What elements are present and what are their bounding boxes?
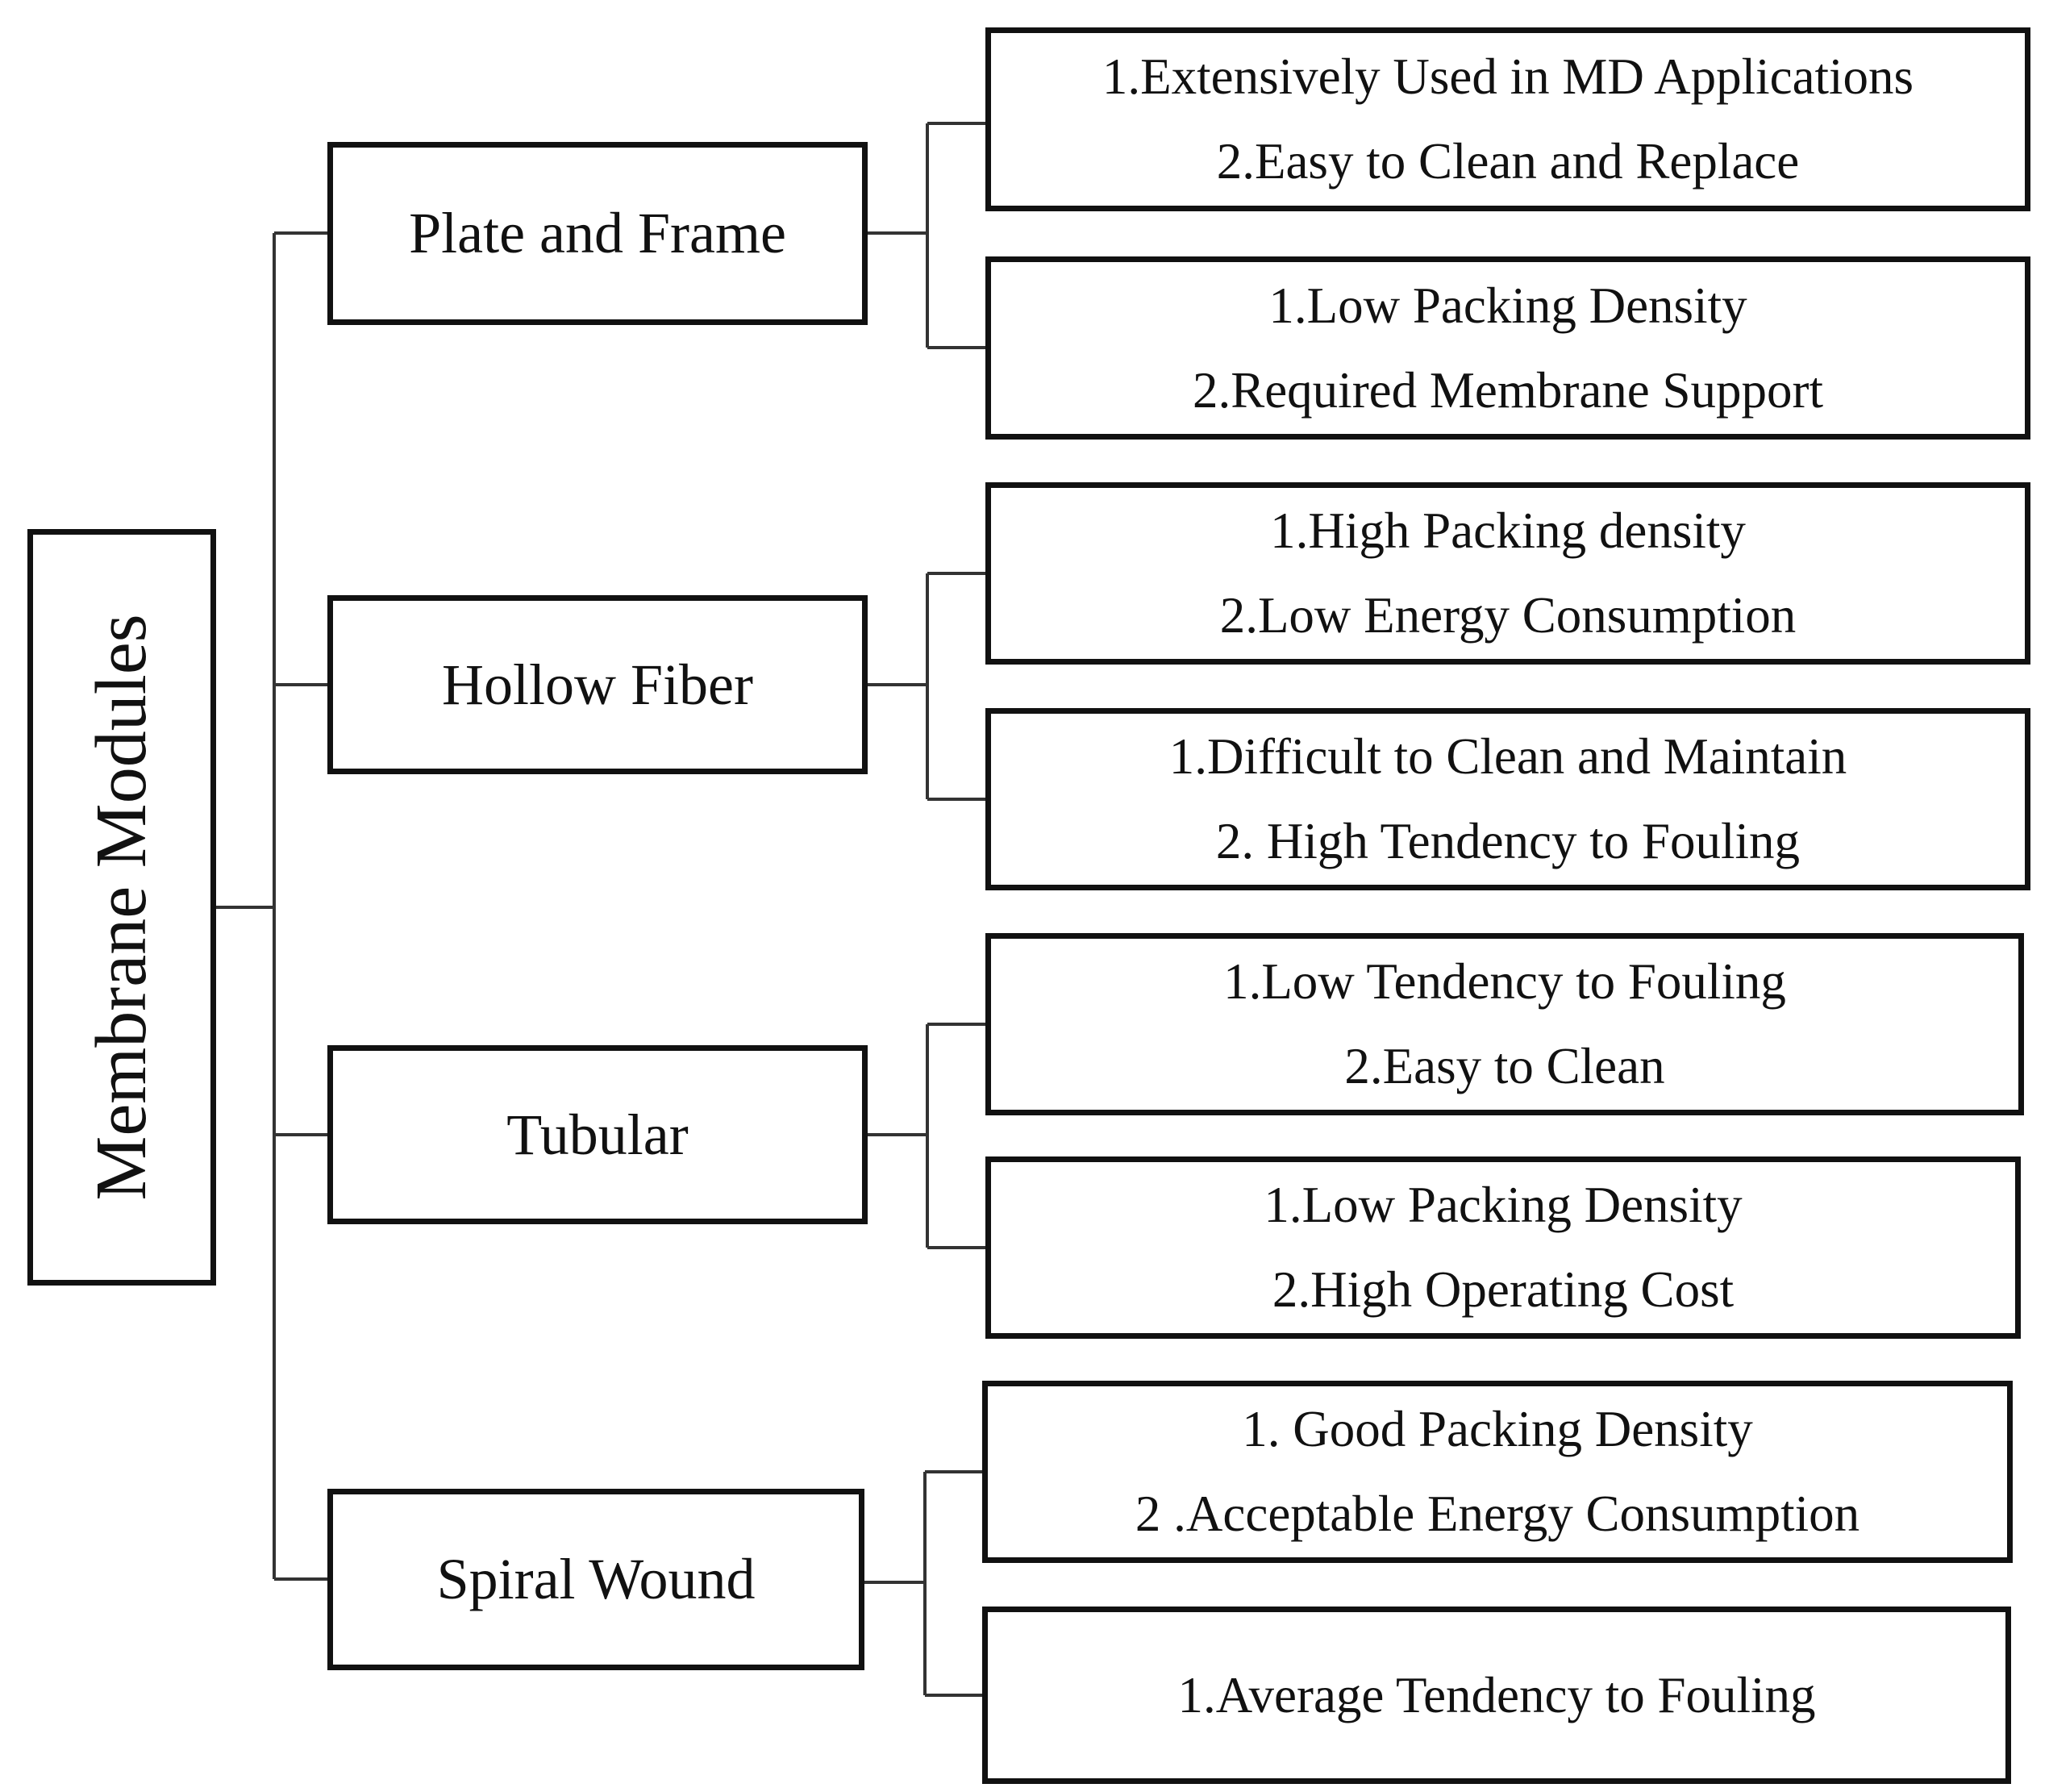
detail-node: 1. Good Packing Density 2 .Acceptable En… [982, 1381, 2013, 1563]
module-node-tubular: Tubular [327, 1045, 868, 1224]
detail-line: 1. Good Packing Density [1242, 1401, 1753, 1457]
detail-line: 2.Required Membrane Support [1192, 361, 1824, 419]
detail-line: 1.Low Packing Density [1264, 1177, 1743, 1233]
detail-line: 1.Low Tendency to Fouling [1223, 953, 1786, 1010]
module-label: Spiral Wound [436, 1547, 756, 1611]
root-label: Membrane Modules [81, 614, 161, 1201]
detail-line: 2.Easy to Clean [1344, 1038, 1665, 1094]
detail-line: 1.High Packing density [1270, 502, 1746, 559]
module-label: Hollow Fiber [442, 652, 753, 717]
detail-node: 1.Difficult to Clean and Maintain 2. Hig… [985, 708, 2030, 890]
detail-line: 1.Average Tendency to Fouling [1177, 1666, 1816, 1723]
detail-node: 1.Extensively Used in MD Applications 2.… [985, 27, 2030, 211]
detail-node: 1.High Packing density 2.Low Energy Cons… [985, 482, 2030, 665]
module-label: Tubular [506, 1102, 689, 1167]
detail-line: 2. High Tendency to Fouling [1215, 813, 1801, 869]
detail-line: 1.Difficult to Clean and Maintain [1168, 728, 1847, 785]
detail-line: 2.Easy to Clean and Replace [1216, 133, 1800, 190]
detail-line: 2.High Operating Cost [1272, 1261, 1735, 1318]
detail-line: 1.Extensively Used in MD Applications [1102, 48, 1914, 105]
detail-node: 1.Average Tendency to Fouling [982, 1607, 2011, 1784]
module-node-plate-and-frame: Plate and Frame [327, 142, 868, 325]
module-node-hollow-fiber: Hollow Fiber [327, 595, 868, 774]
detail-node: 1.Low Packing Density 2.Required Membran… [985, 256, 2030, 440]
module-node-spiral-wound: Spiral Wound [327, 1489, 864, 1670]
root-node: Membrane Modules [27, 529, 216, 1286]
detail-node: 1.Low Packing Density 2.High Operating C… [985, 1156, 2021, 1339]
detail-node: 1.Low Tendency to Fouling 2.Easy to Clea… [985, 933, 2024, 1115]
detail-line: 1.Low Packing Density [1268, 277, 1747, 334]
module-label: Plate and Frame [409, 201, 786, 265]
detail-line: 2.Low Energy Consumption [1219, 587, 1797, 644]
detail-line: 2 .Acceptable Energy Consumption [1135, 1486, 1860, 1542]
